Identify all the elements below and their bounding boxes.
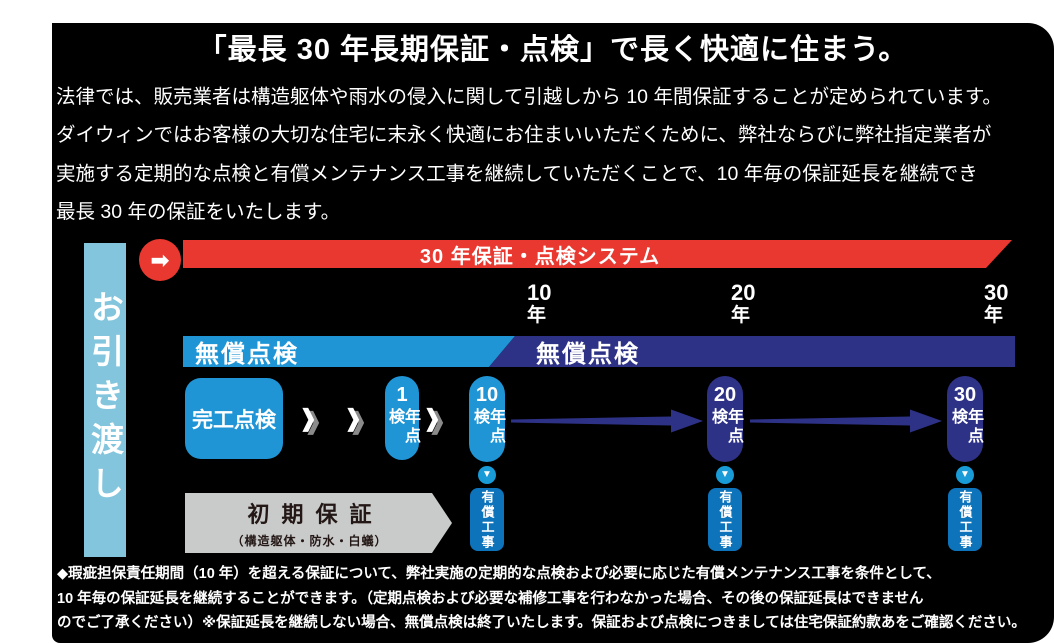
pill-label: 年点検	[949, 408, 982, 446]
footnote-line-2: 10 年毎の保証延長を継続することができます。（定期点検および必要な補修工事を行…	[57, 590, 924, 607]
footnote: ◆瑕疵担保責任期間（10 年）を超える保証について、弊社実施の定期的な点検および…	[57, 562, 1049, 636]
year-10-unit: 年	[527, 305, 547, 326]
warranty-system-banner: 30 年保証・点検システム	[183, 240, 1012, 268]
completion-inspection-box: 完工点検	[185, 378, 283, 459]
intro-line-2: ダイウィンではお客様の大切な住宅に末永く快適にお住まいいただくために、弊社ならび…	[56, 124, 992, 147]
timeline-arrow-10-to-20	[511, 409, 703, 433]
free-inspection-bar-first: 無償点検	[183, 336, 515, 367]
year-label-30: 30 年	[984, 280, 1009, 326]
down-arrow-marker: ▼	[478, 466, 496, 484]
down-triangle-icon: ▼	[720, 469, 730, 480]
chevron-right-icon: ❱	[343, 405, 364, 432]
year-20-number: 20	[731, 280, 756, 305]
pill-label: 年点検	[386, 408, 419, 446]
down-arrow-marker: ▼	[716, 466, 734, 484]
page-title: 「最長 30 年長期保証・点検」で長く快適に住まう。	[197, 34, 909, 66]
down-triangle-icon: ▼	[482, 469, 492, 480]
pill-number: 30	[953, 384, 977, 406]
pill-number: 10	[475, 384, 499, 406]
year-30-number: 30	[984, 280, 1009, 305]
handover-vertical-banner: お引き渡し	[84, 243, 126, 557]
footnote-line-1: ◆瑕疵担保責任期間（10 年）を超える保証について、弊社実施の定期的な点検および…	[57, 566, 941, 582]
pill-label: 年点検	[471, 408, 504, 446]
paid-work-box-20year: 有償工事	[708, 488, 742, 551]
paid-work-label: 有償工事	[717, 489, 733, 550]
down-arrow-marker: ▼	[956, 466, 974, 484]
free-inspection-bar-extended: 無償点検	[489, 336, 1015, 367]
initial-warranty-arrow: 初期保証 （構造躯体・防水・白蟻）	[185, 493, 452, 553]
intro-line-3: 実施する定期的な点検と有償メンテナンス工事を継続していただくことで、10 年毎の…	[56, 162, 978, 185]
paid-work-box-30year: 有償工事	[948, 488, 982, 551]
free-inspection-label: 無償点検	[536, 341, 640, 368]
pill-number: 20	[713, 384, 737, 406]
year-30-unit: 年	[984, 305, 1004, 326]
year-10-number: 10	[527, 280, 552, 305]
year-20-unit: 年	[731, 305, 751, 326]
handover-label: お引き渡し	[86, 290, 124, 510]
initial-warranty-title: 初期保証	[247, 502, 384, 527]
inspection-pill-10year: 10 年点検	[469, 376, 505, 462]
completion-label: 完工点検	[192, 408, 276, 432]
inspection-pill-20year: 20 年点検	[707, 376, 743, 462]
initial-warranty-subtitle: （構造躯体・防水・白蟻）	[231, 534, 388, 548]
footnote-line-3: のでご了承ください）※保証延長を継続しない場合、無償点検は終了いたします。保証お…	[57, 615, 1026, 631]
year-label-20: 20 年	[731, 280, 756, 326]
intro-line-1: 法律では、販売業者は構造躯体や雨水の侵入に関して引越しから 10 年間保証するこ…	[56, 86, 1002, 108]
year-label-10: 10 年	[527, 280, 552, 326]
paid-work-label: 有償工事	[479, 489, 495, 550]
start-arrow-icon: ➡	[139, 239, 181, 281]
chevron-right-icon: ❱	[422, 405, 443, 432]
intro-line-4: 最長 30 年の保証をいたします。	[56, 201, 341, 224]
timeline-arrow-20-to-30	[750, 409, 942, 433]
inspection-pill-1year: 1 年点検	[385, 376, 419, 460]
paid-work-label: 有償工事	[957, 489, 973, 550]
paid-work-box-10year: 有償工事	[470, 488, 504, 551]
chevron-right-icon: ❱	[298, 405, 319, 432]
down-triangle-icon: ▼	[960, 469, 970, 480]
pill-number: 1	[396, 384, 408, 406]
banner-label: 30 年保証・点検システム	[419, 245, 661, 268]
right-arrow-icon: ➡	[150, 246, 170, 273]
pill-label: 年点検	[709, 408, 742, 446]
intro-paragraph: 法律では、販売業者は構造躯体や雨水の侵入に関して引越しから 10 年間保証するこ…	[56, 78, 1052, 232]
inspection-pill-30year: 30 年点検	[947, 376, 983, 462]
free-inspection-label: 無償点検	[195, 341, 299, 368]
